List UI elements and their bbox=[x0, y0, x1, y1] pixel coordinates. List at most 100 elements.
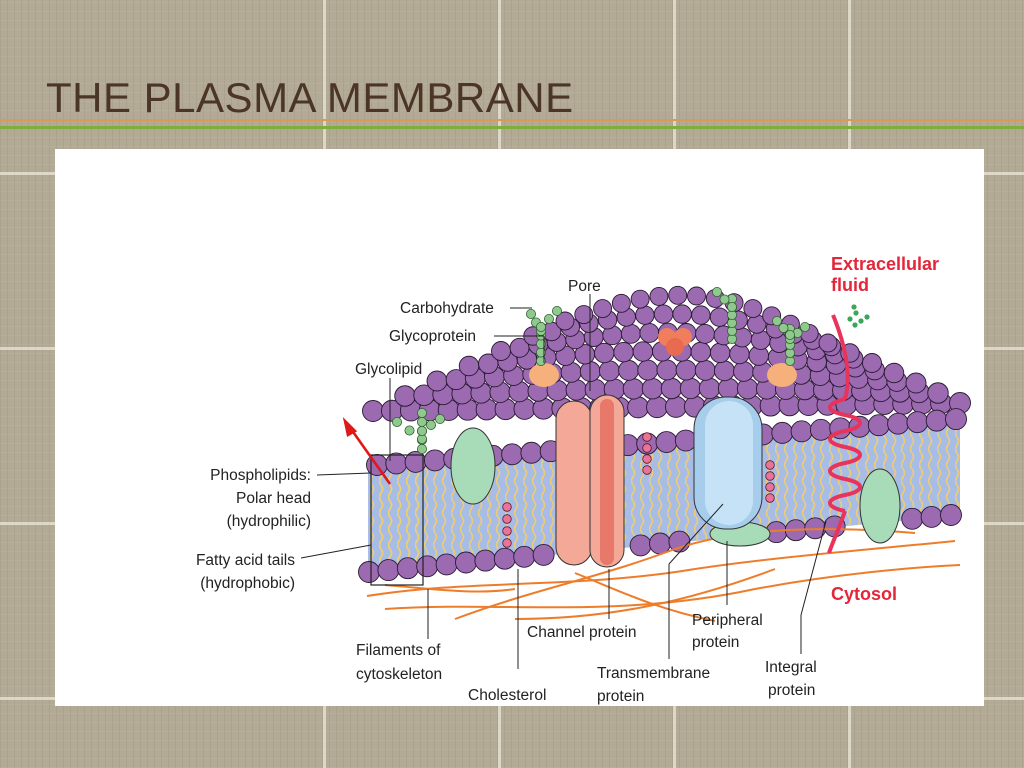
cholesterol bbox=[502, 432, 775, 548]
phospholipid-head bbox=[377, 559, 400, 582]
phospholipid-head bbox=[458, 355, 480, 377]
transmembrane-protein-label-line2: protein bbox=[597, 688, 644, 705]
phospholipid-head bbox=[639, 323, 660, 343]
annotation-arrow bbox=[342, 416, 392, 485]
phospholipid-head bbox=[668, 285, 688, 305]
carbohydrate-bead bbox=[416, 443, 427, 454]
phospholipid-head bbox=[790, 420, 813, 443]
phospholipid-head bbox=[474, 549, 497, 572]
phospholipid-head bbox=[656, 359, 678, 381]
glycolipid-label: Glycolipid bbox=[355, 361, 422, 378]
extracellular-fluid-label: Extracellular bbox=[831, 254, 939, 274]
phospholipid-head bbox=[611, 293, 631, 313]
phospholipid-head bbox=[555, 311, 575, 331]
phospholipid-head bbox=[672, 304, 692, 324]
carbohydrate-chains bbox=[391, 286, 811, 454]
phospholipid-head bbox=[593, 299, 613, 318]
cholesterol-bead bbox=[502, 514, 512, 524]
carbohydrate-bead bbox=[719, 294, 730, 305]
phospholipid-head bbox=[632, 341, 654, 362]
membrane-figure: Extracellular fluid Cytosol Pore Carbohy… bbox=[55, 149, 984, 706]
cholesterol-bead bbox=[502, 502, 512, 512]
cholesterol-bead bbox=[502, 538, 512, 548]
phospholipid-head bbox=[635, 305, 655, 325]
phospholipid-head bbox=[709, 307, 730, 327]
phospholipid-head bbox=[396, 557, 419, 580]
phospholipid-head bbox=[565, 379, 588, 401]
phospholipid-head bbox=[925, 409, 948, 432]
phospholipid-head bbox=[920, 505, 943, 528]
cholesterol-bead bbox=[642, 454, 652, 464]
phospholipid-head bbox=[627, 396, 650, 419]
carbohydrate-bead bbox=[772, 315, 783, 326]
phospholipid-head bbox=[649, 286, 669, 306]
phospholipid-head bbox=[674, 429, 697, 452]
phospholipid-head bbox=[679, 377, 702, 400]
phospholipid-head bbox=[691, 305, 711, 325]
channel-protein-label: Channel protein bbox=[527, 624, 636, 641]
carbohydrate-bead bbox=[800, 321, 811, 332]
phospholipid-head bbox=[665, 395, 687, 418]
phospholipid-head bbox=[695, 323, 715, 344]
leader-lines bbox=[300, 294, 827, 669]
phospholipid-head bbox=[862, 353, 882, 373]
phospholipid-head bbox=[491, 341, 511, 361]
phospholipid-head bbox=[771, 421, 794, 444]
phospholipid-head bbox=[426, 370, 448, 392]
carbohydrate-bead bbox=[416, 416, 427, 427]
cholesterol-bead bbox=[765, 471, 775, 481]
cytosol-label: Cytosol bbox=[831, 584, 897, 604]
phospholipid-head bbox=[532, 543, 555, 566]
carbohydrate-bead bbox=[525, 308, 536, 319]
phospholipid-head bbox=[653, 304, 674, 324]
phospholipid-head bbox=[629, 534, 652, 557]
phospholipid-head bbox=[717, 377, 740, 400]
cholesterol-bead bbox=[765, 460, 775, 470]
phospholipid-head bbox=[641, 377, 664, 400]
phospholipid-head bbox=[455, 551, 477, 574]
phospholipid-head bbox=[630, 289, 650, 309]
phospholipid-head bbox=[906, 411, 929, 434]
hydrophilic-label: (hydrophilic) bbox=[227, 513, 311, 530]
phospholipid-head bbox=[423, 449, 446, 472]
globular-protein-right bbox=[859, 468, 901, 544]
cholesterol-bead bbox=[765, 493, 775, 503]
integral-carbohydrate bbox=[847, 304, 870, 328]
phospholipid-head bbox=[940, 504, 962, 526]
title-rule-orange bbox=[0, 119, 1024, 121]
phospholipid-head bbox=[694, 359, 716, 381]
carbohydrate-bead bbox=[416, 425, 427, 436]
phospholipid-head bbox=[675, 359, 697, 381]
phospholipid-head bbox=[698, 377, 721, 400]
phospholipid-head bbox=[687, 286, 706, 306]
phospholipids-label: Phospholipids: bbox=[210, 467, 311, 484]
phospholipid-head bbox=[598, 360, 620, 382]
phospholipid-head bbox=[668, 530, 691, 553]
carbohydrate-bead bbox=[416, 407, 427, 418]
phospholipid-head bbox=[613, 341, 634, 363]
carbohydrate-bead bbox=[535, 321, 546, 332]
pore-label: Pore bbox=[568, 278, 601, 295]
cytoskeleton-filaments bbox=[366, 528, 961, 622]
carbohydrate-bead bbox=[785, 329, 796, 340]
phospholipid-head bbox=[660, 377, 683, 400]
cholesterol-bead bbox=[502, 526, 512, 536]
glycoprotein-label: Glycoprotein bbox=[389, 328, 476, 345]
carbohydrate-bead bbox=[712, 286, 723, 297]
phospholipid-head bbox=[905, 372, 927, 394]
carbohydrate-bead bbox=[543, 313, 554, 324]
peripheral-protein-label: Peripheral bbox=[692, 612, 763, 629]
integral-protein bbox=[827, 314, 862, 554]
cholesterol-label: Cholesterol bbox=[468, 687, 546, 704]
phospholipid-head bbox=[713, 360, 735, 382]
phospholipid-head bbox=[493, 547, 516, 570]
integral-protein-label-line2: protein bbox=[768, 682, 815, 699]
phospholipid-head bbox=[729, 343, 750, 365]
peripheral-protein-label-line2: protein bbox=[692, 634, 739, 651]
phospholipid-head bbox=[513, 545, 536, 568]
integral-protein-label: Integral bbox=[765, 659, 817, 676]
transmembrane-protein-label: Transmembrane bbox=[597, 665, 710, 682]
phospholipid-head bbox=[655, 431, 678, 453]
cholesterol-bead bbox=[642, 443, 652, 453]
phospholipid-bracket bbox=[370, 454, 424, 586]
